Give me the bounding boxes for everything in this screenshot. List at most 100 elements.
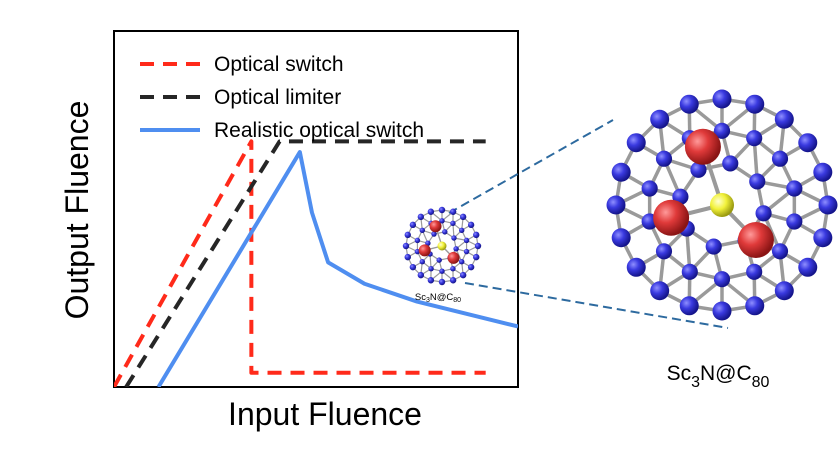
x-axis-title: Input Fluence bbox=[228, 396, 422, 432]
legend-label-1: Optical switch bbox=[214, 53, 344, 76]
legend-label-2: Optical limiter bbox=[214, 86, 341, 109]
carbon-atom bbox=[746, 130, 763, 147]
carbon-atom bbox=[712, 301, 732, 321]
carbon-atom bbox=[474, 242, 482, 250]
carbon-atom bbox=[755, 205, 772, 222]
carbon-atom bbox=[626, 257, 646, 277]
legend-label-3: Realistic optical switch bbox=[214, 119, 424, 142]
carbon-atom bbox=[679, 296, 699, 316]
zoom-line-bottom bbox=[464, 282, 729, 329]
carbon-atom bbox=[786, 180, 803, 197]
carbon-atom bbox=[459, 271, 467, 279]
carbon-atom bbox=[712, 89, 732, 109]
carbon-atom bbox=[438, 278, 446, 286]
carbon-atom bbox=[436, 257, 442, 263]
carbon-atom bbox=[705, 238, 722, 255]
carbon-atom bbox=[467, 221, 475, 229]
carbon-atom bbox=[453, 246, 459, 252]
scandium-atom bbox=[684, 128, 721, 165]
carbon-atom bbox=[641, 180, 658, 197]
scandium-atom bbox=[653, 199, 690, 236]
carbon-atom bbox=[463, 237, 470, 244]
carbon-atom bbox=[818, 195, 838, 215]
y-axis-title: Output Fluence bbox=[59, 101, 95, 320]
carbon-atom bbox=[450, 220, 456, 227]
carbon-atom bbox=[458, 227, 465, 234]
carbon-atom bbox=[427, 208, 435, 215]
carbon-atom bbox=[419, 258, 426, 265]
carbon-atom bbox=[473, 231, 480, 239]
carbon-atom bbox=[450, 265, 456, 272]
carbon-atom bbox=[690, 161, 707, 178]
carbon-atom bbox=[611, 162, 631, 182]
scandium-atom bbox=[447, 251, 460, 264]
carbon-atom bbox=[745, 94, 765, 114]
series-line-1 bbox=[114, 139, 486, 387]
carbon-atom bbox=[439, 218, 445, 224]
carbon-atom bbox=[451, 235, 457, 241]
carbon-atom bbox=[655, 150, 673, 167]
carbon-atom bbox=[611, 228, 631, 248]
carbon-atom bbox=[449, 208, 457, 215]
carbon-atom bbox=[428, 265, 434, 272]
series-line-3 bbox=[156, 150, 518, 387]
carbon-atom bbox=[449, 277, 457, 284]
carbon-atom bbox=[425, 240, 431, 246]
carbon-atom bbox=[427, 277, 435, 284]
carbon-atom bbox=[786, 213, 803, 230]
carbon-atom bbox=[431, 231, 437, 237]
scandium-atom bbox=[429, 220, 442, 233]
carbon-atom bbox=[419, 227, 426, 234]
nitrogen-atom bbox=[710, 193, 734, 217]
carbon-atom bbox=[442, 229, 448, 235]
carbon-atom bbox=[402, 242, 410, 250]
series-layer bbox=[114, 139, 518, 387]
carbon-atom bbox=[417, 213, 425, 221]
carbon-atom bbox=[650, 109, 670, 129]
carbon-atom bbox=[774, 281, 794, 301]
scandium-atom bbox=[737, 221, 774, 258]
carbon-atom bbox=[798, 133, 818, 153]
nitrogen-atom bbox=[437, 241, 447, 251]
carbon-atom bbox=[459, 213, 467, 221]
carbon-atom bbox=[813, 162, 833, 182]
molecule-large-image bbox=[606, 89, 838, 321]
carbon-atom bbox=[749, 173, 766, 190]
carbon-atom bbox=[679, 94, 699, 114]
carbon-atom bbox=[606, 195, 626, 215]
carbon-atom bbox=[650, 281, 670, 301]
carbon-atom bbox=[713, 122, 731, 139]
carbon-atom bbox=[458, 258, 465, 265]
carbon-atom bbox=[774, 109, 794, 129]
carbon-atom bbox=[798, 257, 818, 277]
carbon-atom bbox=[813, 228, 833, 248]
carbon-atom bbox=[771, 243, 789, 260]
carbon-atom bbox=[404, 231, 411, 239]
molecule-small-image bbox=[402, 206, 482, 286]
scandium-atom bbox=[418, 244, 431, 257]
zoom-line-top bbox=[448, 119, 614, 214]
carbon-atom bbox=[746, 263, 763, 280]
carbon-atom bbox=[417, 271, 425, 279]
series-line-2 bbox=[124, 139, 486, 387]
carbon-atom bbox=[409, 221, 417, 229]
carbon-atom bbox=[409, 263, 417, 271]
carbon-atom bbox=[463, 248, 470, 255]
carbon-atom bbox=[439, 268, 445, 274]
carbon-atom bbox=[681, 263, 698, 280]
carbon-atom bbox=[713, 271, 731, 288]
plot-frame bbox=[113, 30, 519, 388]
carbon-atom bbox=[771, 150, 789, 167]
carbon-atom bbox=[655, 243, 673, 260]
carbon-atom bbox=[414, 237, 421, 244]
carbon-atom bbox=[722, 155, 739, 172]
carbon-atom bbox=[473, 253, 480, 261]
carbon-atom bbox=[404, 253, 411, 261]
carbon-atom bbox=[745, 296, 765, 316]
carbon-atom bbox=[467, 263, 475, 271]
molecule-large-label: Sc3N@C80 bbox=[667, 362, 770, 391]
carbon-atom bbox=[626, 133, 646, 153]
carbon-atom bbox=[438, 206, 446, 214]
